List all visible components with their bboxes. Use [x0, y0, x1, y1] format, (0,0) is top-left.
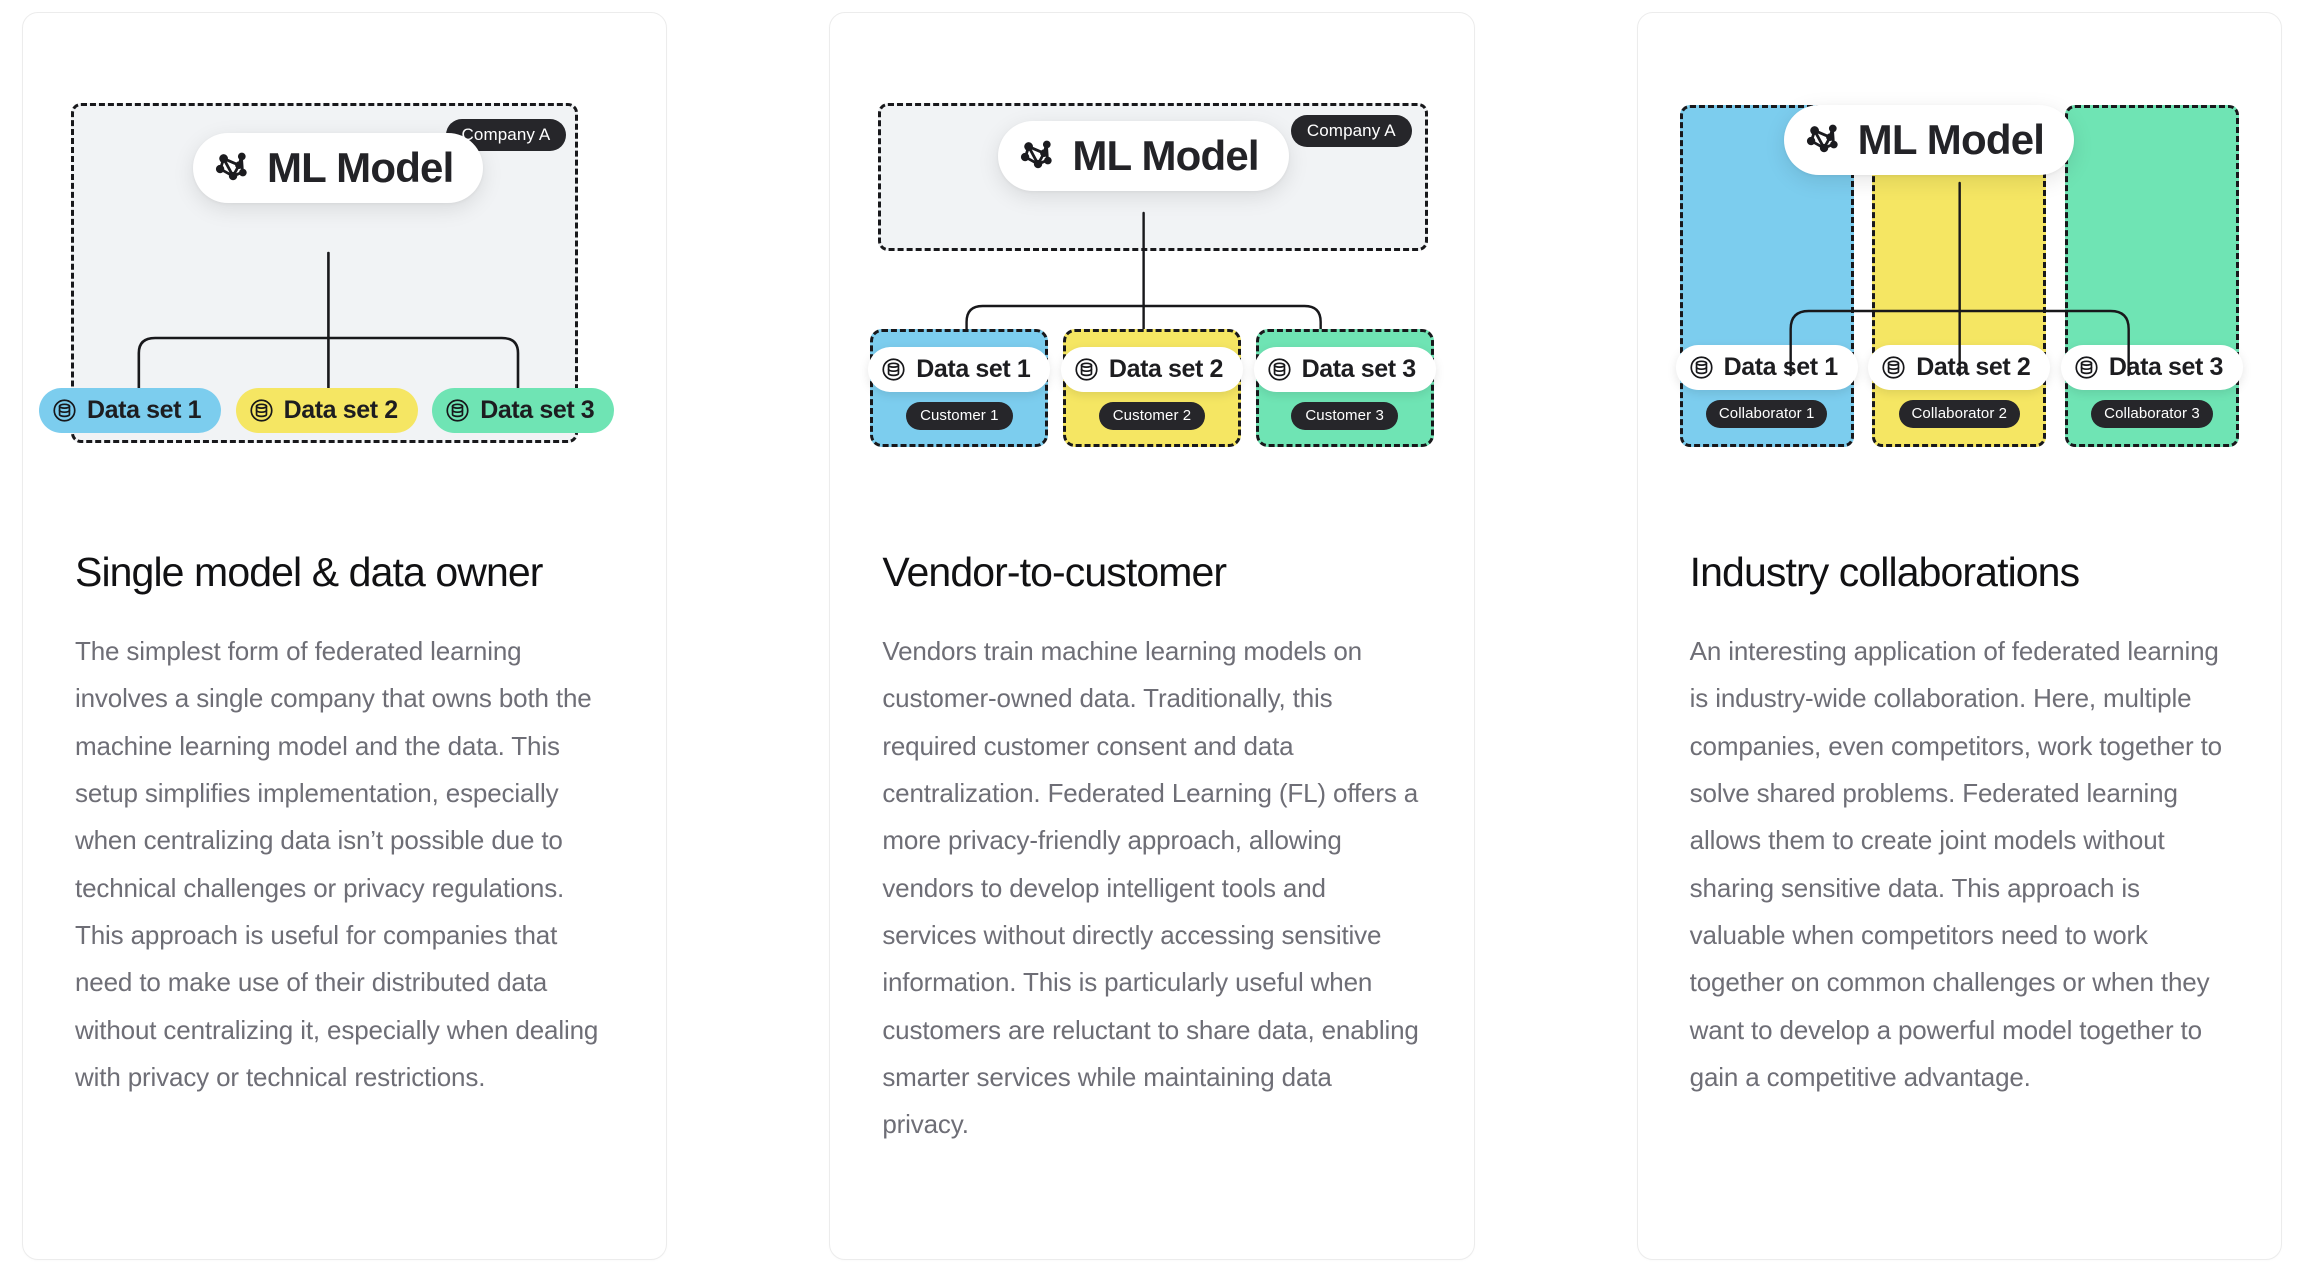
card-text-block: Vendor-to-customer Vendors train machine…: [830, 549, 1473, 1149]
dataset-label: Data set 3: [480, 396, 595, 424]
dataset-label: Data set 3: [1301, 354, 1417, 383]
owner-badge: Collaborator 3: [2091, 400, 2213, 428]
dataset-node-2: Data set 2: [235, 388, 418, 433]
dataset-node-3: Data set 3: [432, 388, 615, 433]
database-icon: [250, 399, 273, 422]
card-industry-collaborations: Data set 1 Collaborator 1 Data set 2 Col…: [1636, 12, 2282, 1260]
ml-model-node: ML Model: [193, 133, 484, 203]
ml-model-label: ML Model: [1857, 116, 2045, 163]
database-icon: [1075, 357, 1098, 381]
dataset-node-2: Data set 2: [1868, 345, 2051, 390]
card-paragraph: Vendors train machine learning models on…: [882, 636, 1419, 1140]
owner-badge: Customer 3: [1291, 401, 1398, 430]
dataset-node-3: Data set 3: [1253, 346, 1436, 392]
database-icon: [882, 357, 905, 381]
customer-box-2: Data set 2 Customer 2: [1060, 329, 1244, 447]
dataset-row: Data set 1 Customer 1 Data set 2 Custome…: [868, 329, 1436, 447]
dataset-label: Data set 1: [87, 396, 202, 424]
dataset-label: Data set 2: [1916, 353, 2031, 381]
dataset-label: Data set 1: [916, 354, 1031, 383]
owner-badge: Customer 1: [906, 401, 1013, 430]
dataset-node-1: Data set 1: [39, 388, 222, 433]
customer-box-1: Data set 1 Customer 1: [868, 329, 1051, 447]
neural-network-icon: [1019, 139, 1054, 170]
database-icon: [1690, 356, 1713, 379]
diagram-collaboration: Data set 1 Collaborator 1 Data set 2 Col…: [1675, 63, 2244, 483]
card-title: Vendor-to-customer: [882, 549, 1227, 595]
card-paragraph: An interesting application of federated …: [1689, 636, 2222, 1092]
card-paragraph: The simplest form of federated learning …: [75, 636, 599, 1092]
card-vendor-to-customer: Company A ML Model Data set 1 Customer 1: [829, 12, 1475, 1260]
collaborator-box-3: Data set 3 Collaborator 3: [2060, 105, 2244, 447]
diagram-vendor-customer: Company A ML Model Data set 1 Customer 1: [868, 63, 1436, 483]
database-icon: [2075, 356, 2098, 379]
dataset-node-1: Data set 1: [1675, 345, 1858, 390]
database-icon: [1267, 357, 1291, 381]
owner-badge: Collaborator 1: [1705, 400, 1828, 428]
neural-network-icon: [214, 151, 249, 182]
ml-model-label: ML Model: [267, 144, 454, 191]
ml-model-node: ML Model: [998, 121, 1289, 191]
dataset-node-1: Data set 1: [868, 346, 1051, 392]
dataset-node-2: Data set 2: [1060, 346, 1244, 392]
owner-badge: Collaborator 2: [1898, 400, 2021, 428]
card-text-block: Industry collaborations An interesting a…: [1638, 549, 2281, 1101]
customer-box-3: Data set 3 Customer 3: [1253, 329, 1436, 447]
card-single-model-data-owner: Company A ML Model Data set 1 Data set 2…: [22, 12, 668, 1260]
owner-badge: Company A: [445, 119, 567, 151]
ml-model-node: ML Model: [1783, 105, 2075, 175]
database-icon: [446, 399, 469, 422]
ml-model-label: ML Model: [1072, 132, 1259, 179]
card-title: Single model & data owner: [75, 549, 543, 595]
dataset-label: Data set 2: [1108, 354, 1224, 383]
neural-network-icon: [1805, 123, 1839, 154]
database-icon: [1882, 356, 1905, 379]
card-title: Industry collaborations: [1689, 549, 2080, 595]
dataset-row: Data set 1 Data set 2 Data set 3: [39, 388, 615, 433]
diagram-single-owner: Company A ML Model Data set 1 Data set 2…: [39, 63, 626, 483]
dataset-label: Data set 3: [2108, 353, 2224, 381]
owner-badge: Company A: [1290, 115, 1412, 147]
dataset-label: Data set 1: [1723, 353, 1839, 381]
dataset-label: Data set 2: [283, 396, 399, 424]
owner-badge: Customer 2: [1098, 401, 1206, 430]
card-text-block: Single model & data owner The simplest f…: [23, 549, 666, 1101]
dataset-node-3: Data set 3: [2060, 345, 2244, 390]
database-icon: [53, 399, 76, 422]
